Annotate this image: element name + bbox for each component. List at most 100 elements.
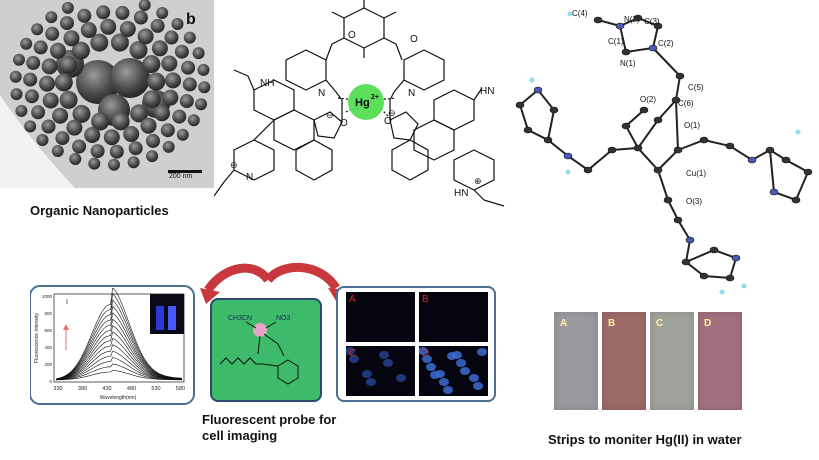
ch3cn-label: CH3CN — [228, 315, 252, 322]
increase-arrow — [63, 324, 69, 330]
nanoparticle-cluster — [9, 0, 211, 171]
plus-right: ⊕ — [474, 176, 482, 186]
atom-label: C(6) — [678, 99, 694, 108]
hg-label: Hg — [355, 97, 370, 109]
x-tick-label: 380 — [78, 386, 87, 392]
nh-left-label: NH — [260, 78, 274, 89]
test-strips: A B C D — [554, 312, 742, 410]
y-tick-label: 0 — [49, 379, 52, 384]
cell-image-label: A — [349, 294, 356, 305]
scale-bar-label: 200 nm — [169, 173, 193, 180]
hg-sphere — [348, 84, 384, 120]
atom-label: C(2) — [658, 39, 674, 48]
cell-image-a: A — [346, 292, 415, 342]
caption-probe-line2: cell imaging — [202, 428, 278, 443]
arrow-to-spectrum-head — [200, 288, 220, 304]
atom-markers — [515, 11, 813, 295]
atom-label: C(3) — [644, 17, 660, 26]
ortep-drawing: C(4)N(2)C(3)C(1)C(2)N(1)C(5)O(2)C(6)O(1)… — [515, 9, 813, 295]
x-axis-label: Wavelength(nm) — [100, 395, 137, 401]
strip-label: C — [656, 318, 664, 329]
x-tick-label: 430 — [102, 386, 111, 392]
spectrum-curve — [55, 299, 183, 380]
caption-strips: Strips to moniter Hg(II) in water — [548, 432, 742, 447]
atom-labels: C(4)N(2)C(3)C(1)C(2)N(1)C(5)O(2)C(6)O(1)… — [572, 9, 706, 206]
arrow-to-cells — [264, 263, 340, 291]
tem-nanoparticle-graphic: 200 nm b — [0, 0, 214, 188]
cell-image-label: D — [422, 348, 430, 359]
hn-right-label: HN — [480, 86, 494, 97]
cuvette-photo — [150, 294, 184, 334]
hn-bottom-label: HN — [454, 188, 468, 199]
strip-label: A — [560, 318, 568, 329]
molecule-drawing: Hg 2+ NH HN HN ⊕ N ⊕ N N O O O O ⊖ ⊖ — [213, 0, 505, 207]
atom-label: N(1) — [620, 59, 636, 68]
spectrum-curve — [55, 312, 183, 380]
cu-center — [253, 323, 267, 337]
cell-image-label: C — [349, 348, 357, 359]
x-tick-label: 330 — [53, 386, 62, 392]
atom-label: O(2) — [640, 95, 656, 104]
spectrum-curve — [55, 363, 182, 381]
spectrum-curve — [55, 305, 183, 380]
n-left-label: N — [318, 88, 325, 99]
spectrum-panel-number: I — [66, 299, 68, 306]
x-tick-label: 480 — [127, 386, 136, 392]
no3-charge: - — [292, 311, 294, 317]
atom-label: Cu(1) — [686, 169, 706, 178]
y-tick-label: 200 — [44, 362, 52, 367]
cell-image-d: D — [419, 346, 488, 396]
minus-right: ⊖ — [388, 108, 396, 118]
strip-d: D — [698, 312, 742, 410]
spectrum-curve — [55, 369, 182, 381]
n-bottom-left-label: N — [246, 172, 253, 183]
atom-label: C(4) — [572, 9, 588, 18]
hg-complex-structure: Hg 2+ NH HN HN ⊕ N ⊕ N N O O O O ⊖ ⊖ — [213, 0, 510, 212]
spectrum-curve — [55, 344, 182, 380]
hg-charge: 2+ — [371, 94, 379, 101]
y-tick-labels: 1000 800 600 400 200 0 — [42, 294, 53, 384]
y-tick-label: 400 — [44, 345, 52, 350]
spectrum-curve — [55, 331, 183, 380]
atom-label: O(1) — [684, 121, 700, 130]
spectrum-curve — [55, 337, 182, 380]
y-tick-label: 600 — [44, 328, 52, 333]
plus-left: ⊕ — [230, 160, 238, 170]
n-right-label: N — [408, 88, 415, 99]
spectrum-curve — [55, 350, 183, 380]
strip-a: A — [554, 312, 598, 410]
caption-nanoparticles: Organic Nanoparticles — [30, 203, 169, 218]
no3-label: NO3 — [276, 315, 291, 322]
y-tick-label: 1000 — [42, 294, 53, 299]
probe-structure-panel: CH3CN NO3 - — [210, 298, 322, 402]
y-axis-label: Fluorescence Intensity — [34, 312, 40, 363]
cell-image-label: B — [422, 294, 429, 305]
spectrum-curve — [55, 286, 183, 380]
atom-label: O(3) — [686, 197, 702, 206]
strip-c: C — [650, 312, 694, 410]
minus-left: ⊖ — [326, 110, 334, 120]
x-tick-label: 530 — [151, 386, 160, 392]
cell-image-b: B — [419, 292, 488, 342]
crystal-structure: C(4)N(2)C(3)C(1)C(2)N(1)C(5)O(2)C(6)O(1)… — [508, 0, 819, 300]
strip-b: B — [602, 312, 646, 410]
y-tick-label: 800 — [44, 311, 52, 316]
atom-label: C(1) — [608, 37, 624, 46]
spectrum-curves — [55, 286, 183, 381]
caption-probe-line1: Fluorescent probe for — [202, 412, 337, 427]
o-left-label: O — [340, 118, 348, 129]
spectrum-curve — [55, 318, 183, 380]
panel-letter: b — [186, 11, 196, 28]
tem-image: 200 nm b — [0, 0, 214, 188]
o-top-right-label: O — [410, 34, 418, 45]
strip-label: B — [608, 318, 616, 329]
spectrum-curve — [55, 292, 183, 380]
strip-label: D — [704, 318, 712, 329]
atom-label: N(2) — [624, 15, 640, 24]
cell-image-c: C — [346, 346, 415, 396]
probe-structure-drawing: CH3CN NO3 - — [219, 311, 299, 385]
strips-row: A B C D — [554, 312, 742, 410]
